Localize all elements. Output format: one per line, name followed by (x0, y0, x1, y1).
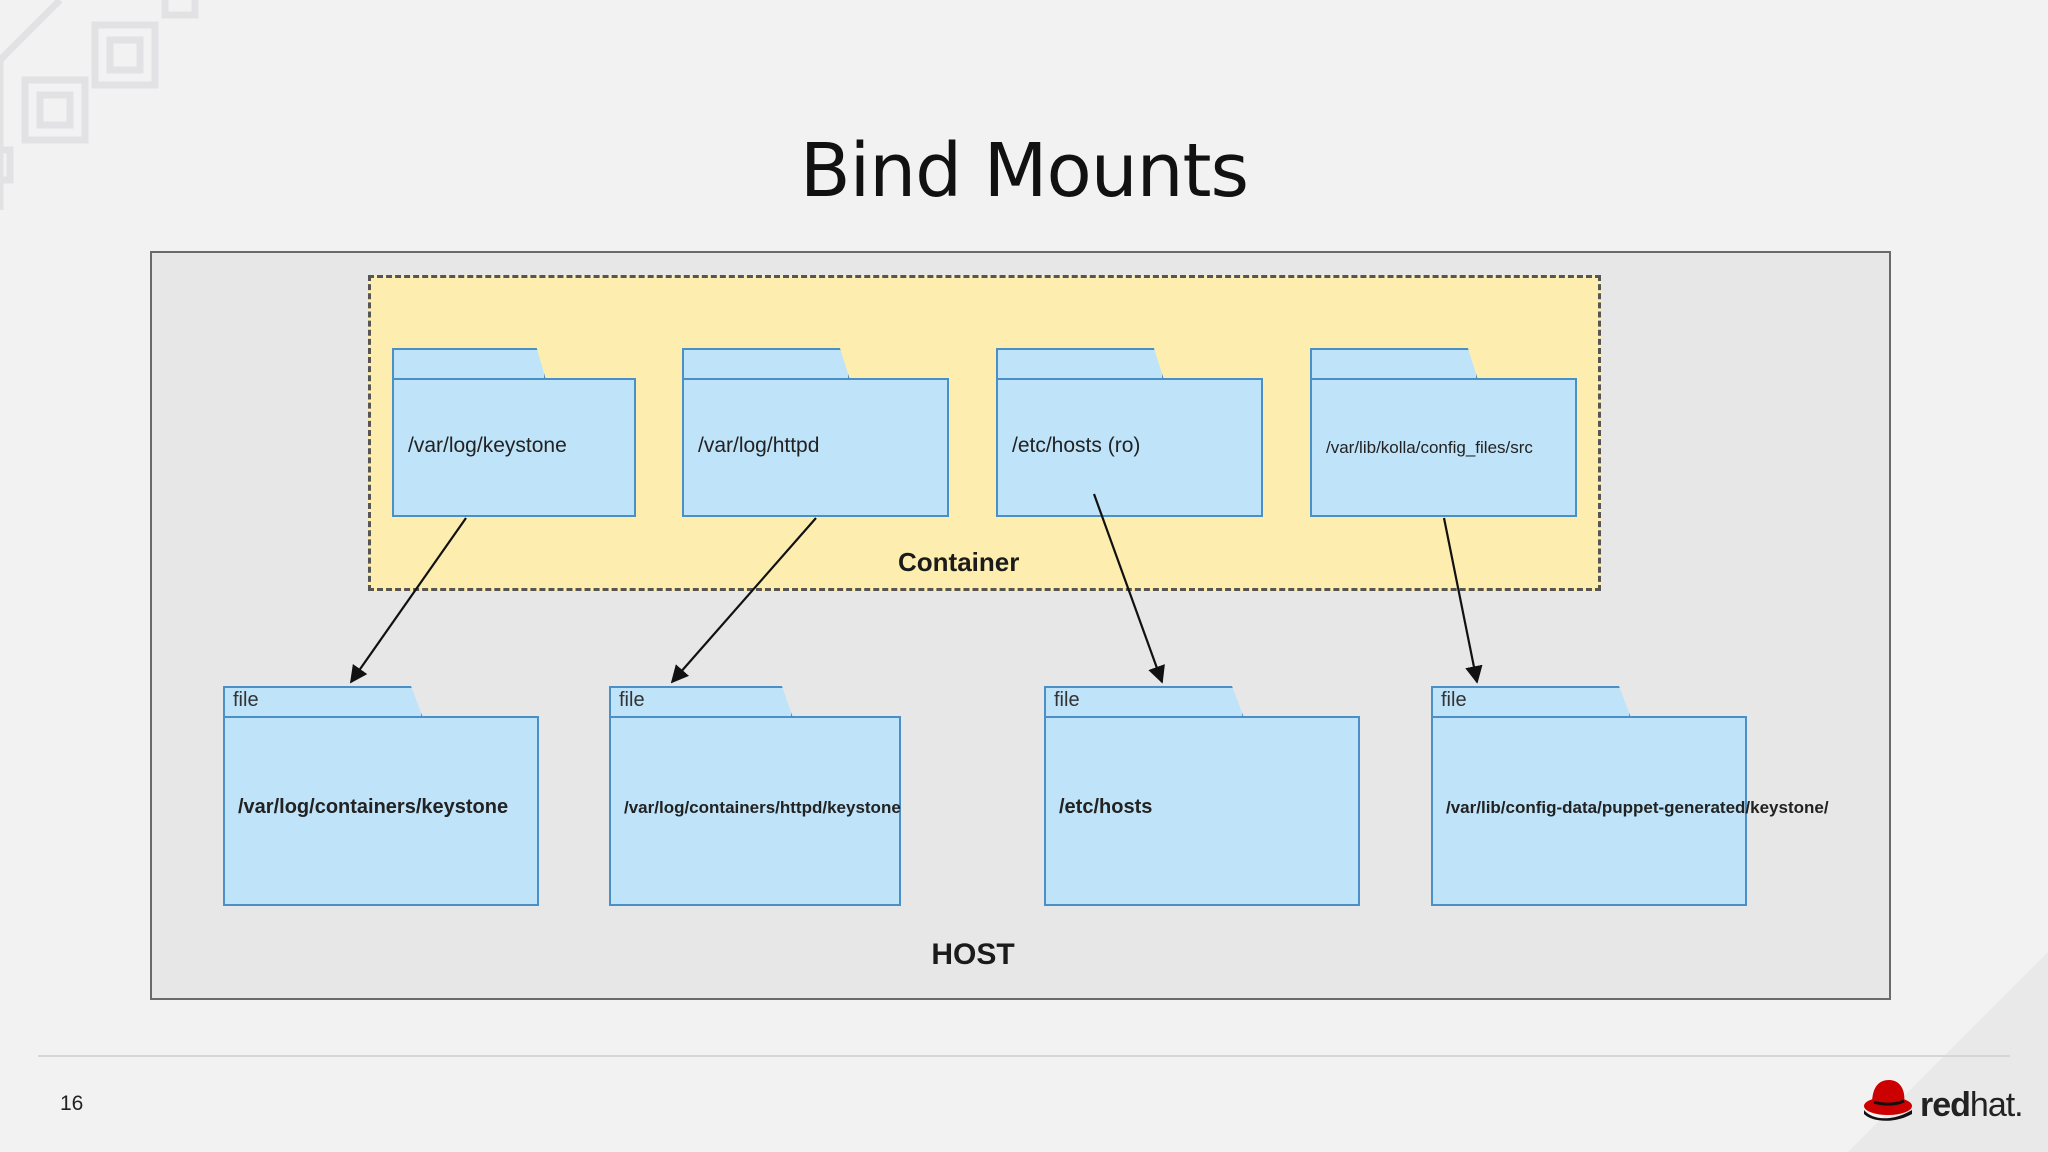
footer-divider (38, 1055, 2010, 1057)
slide-title: Bind Mounts (799, 128, 1249, 214)
redhat-logo-icon (1864, 1080, 1912, 1121)
folder-path: /var/log/containers/httpd/keystone (624, 798, 901, 817)
mount-arrow-etc-hosts (1092, 493, 1165, 684)
mount-arrow-keystone (349, 517, 467, 684)
file-tag: file (1441, 689, 1467, 711)
mount-arrow-kolla-config (1442, 517, 1483, 684)
file-tag: file (233, 689, 259, 711)
file-tag: file (619, 689, 645, 711)
folder-path: /var/log/containers/keystone (238, 796, 509, 818)
file-tag: file (1054, 689, 1080, 711)
folder-path: /etc/hosts (1059, 796, 1153, 818)
mount-arrow-httpd (670, 517, 817, 684)
folder-path: /etc/hosts (ro) (1012, 434, 1141, 457)
container-label: Container (898, 547, 1020, 577)
folder-path: /var/log/keystone (408, 434, 567, 457)
folder-path: /var/log/httpd (698, 434, 820, 457)
page-number: 16 (60, 1092, 84, 1115)
folder-path: /var/lib/config-data/puppet-generated/ke… (1446, 798, 1829, 817)
folder-path: /var/lib/kolla/config_files/src (1326, 438, 1533, 457)
host-label: HOST (931, 938, 1015, 971)
corner-pattern (0, 0, 199, 210)
redhat-logo-text: redhat. (1920, 1086, 2024, 1124)
